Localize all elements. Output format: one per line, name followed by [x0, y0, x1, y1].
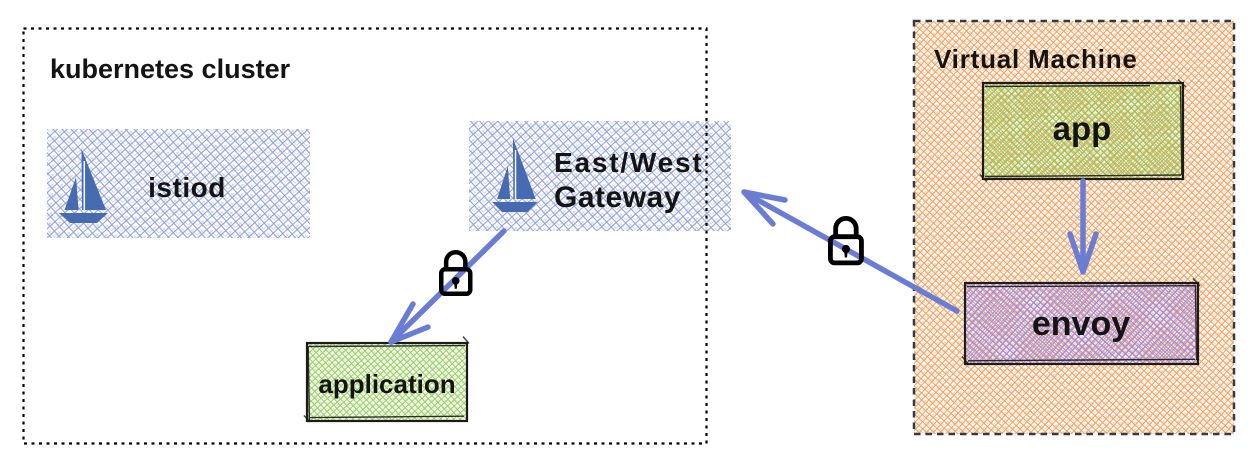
svg-text:app: app	[1053, 110, 1112, 147]
svg-text:Virtual Machine: Virtual Machine	[934, 44, 1138, 74]
svg-text:Gateway: Gateway	[554, 181, 681, 214]
svg-text:istiod: istiod	[148, 172, 226, 203]
svg-text:envoy: envoy	[1032, 305, 1130, 343]
svg-text:application: application	[318, 369, 455, 399]
svg-text:East/West: East/West	[554, 147, 704, 178]
svg-text:kubernetes cluster: kubernetes cluster	[50, 54, 291, 84]
